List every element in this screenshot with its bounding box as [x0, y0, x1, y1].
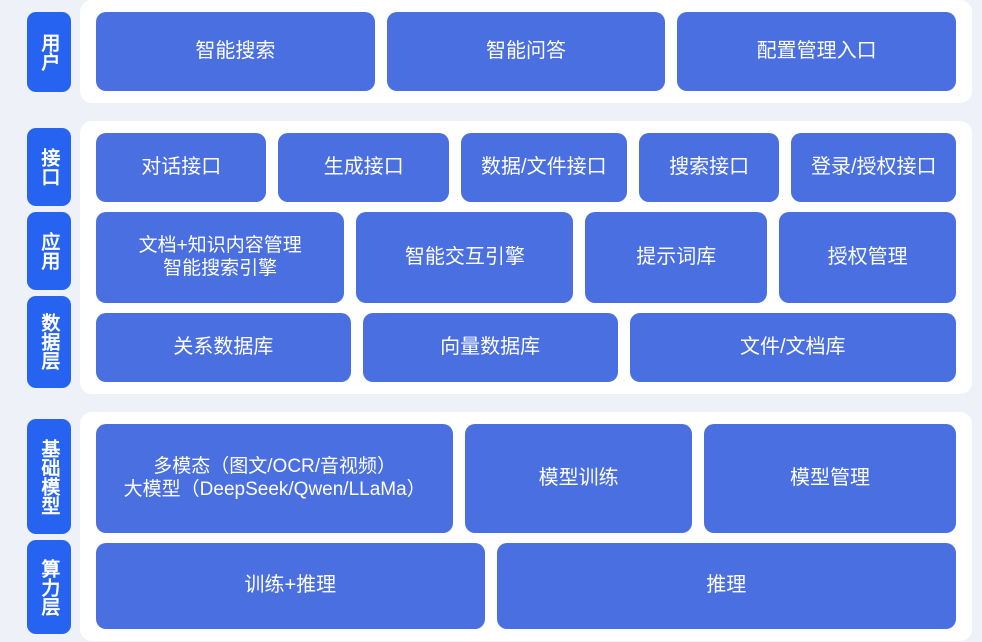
tag-column-users: 用户 [0, 0, 80, 103]
box-multimodal-large-model[interactable]: 多模态（图文/OCR/音视频） 大模型（DeepSeek/Qwen/LLaMa） [96, 424, 454, 533]
layer-tag-foundation-model: 基础模型 [26, 419, 71, 534]
box-generation-interface[interactable]: 生成接口 [278, 133, 449, 202]
box-inference[interactable]: 推理 [496, 542, 956, 629]
box-document-knowledge-management[interactable]: 文档+知识内容管理 智能搜索引擎 [96, 211, 345, 304]
card-users: 智能搜索 智能问答 配置管理入口 [80, 0, 972, 103]
tag-column-middle: 接口 应用 数据层 [0, 121, 80, 394]
box-config-management-entry[interactable]: 配置管理入口 [677, 12, 957, 91]
row-application-layer: 文档+知识内容管理 智能搜索引擎 智能交互引擎 提示词库 授权管理 [96, 211, 957, 304]
section-infrastructure: 基础模型 算力层 多模态（图文/OCR/音视频） 大模型（DeepSeek/Qw… [0, 412, 982, 641]
box-intelligent-qa[interactable]: 智能问答 [386, 12, 666, 91]
row-compute-layer: 训练+推理 推理 [96, 542, 956, 629]
box-relational-database[interactable]: 关系数据库 [96, 313, 351, 382]
box-model-training[interactable]: 模型训练 [465, 424, 693, 533]
card-infrastructure: 多模态（图文/OCR/音视频） 大模型（DeepSeek/Qwen/LLaMa）… [80, 412, 972, 641]
box-search-interface[interactable]: 搜索接口 [638, 133, 780, 202]
box-intelligent-interaction-engine[interactable]: 智能交互引擎 [356, 211, 574, 304]
box-intelligent-search[interactable]: 智能搜索 [96, 12, 375, 91]
card-middle: 对话接口 生成接口 数据/文件接口 搜索接口 登录/授权接口 文档+知识内容管理… [80, 121, 972, 394]
layer-tag-users: 用户 [26, 11, 71, 92]
tag-column-infrastructure: 基础模型 算力层 [0, 412, 80, 641]
box-model-management[interactable]: 模型管理 [704, 424, 956, 533]
box-file-document-store[interactable]: 文件/文档库 [629, 313, 956, 382]
layer-tag-interface: 接口 [26, 127, 71, 206]
row-interface-layer: 对话接口 生成接口 数据/文件接口 搜索接口 登录/授权接口 [96, 133, 956, 202]
row-user-entries: 智能搜索 智能问答 配置管理入口 [96, 12, 957, 91]
layer-tag-data: 数据层 [26, 295, 71, 388]
box-vector-database[interactable]: 向量数据库 [362, 313, 618, 382]
box-authorization-management[interactable]: 授权管理 [779, 211, 957, 304]
box-data-file-interface[interactable]: 数据/文件接口 [460, 133, 627, 202]
section-users: 用户 智能搜索 智能问答 配置管理入口 [0, 0, 982, 103]
box-prompt-library[interactable]: 提示词库 [585, 211, 768, 304]
row-data-layer: 关系数据库 向量数据库 文件/文档库 [96, 313, 956, 382]
box-training-and-inference[interactable]: 训练+推理 [96, 542, 485, 629]
row-foundation-model-layer: 多模态（图文/OCR/音视频） 大模型（DeepSeek/Qwen/LLaMa）… [96, 424, 956, 533]
layer-tag-compute: 算力层 [26, 540, 71, 634]
layer-tag-application: 应用 [26, 211, 71, 290]
box-login-auth-interface[interactable]: 登录/授权接口 [791, 133, 956, 202]
section-middle: 接口 应用 数据层 对话接口 生成接口 数据/文件接口 搜索接口 登录/授权接口… [0, 121, 982, 394]
box-dialog-interface[interactable]: 对话接口 [96, 133, 267, 202]
